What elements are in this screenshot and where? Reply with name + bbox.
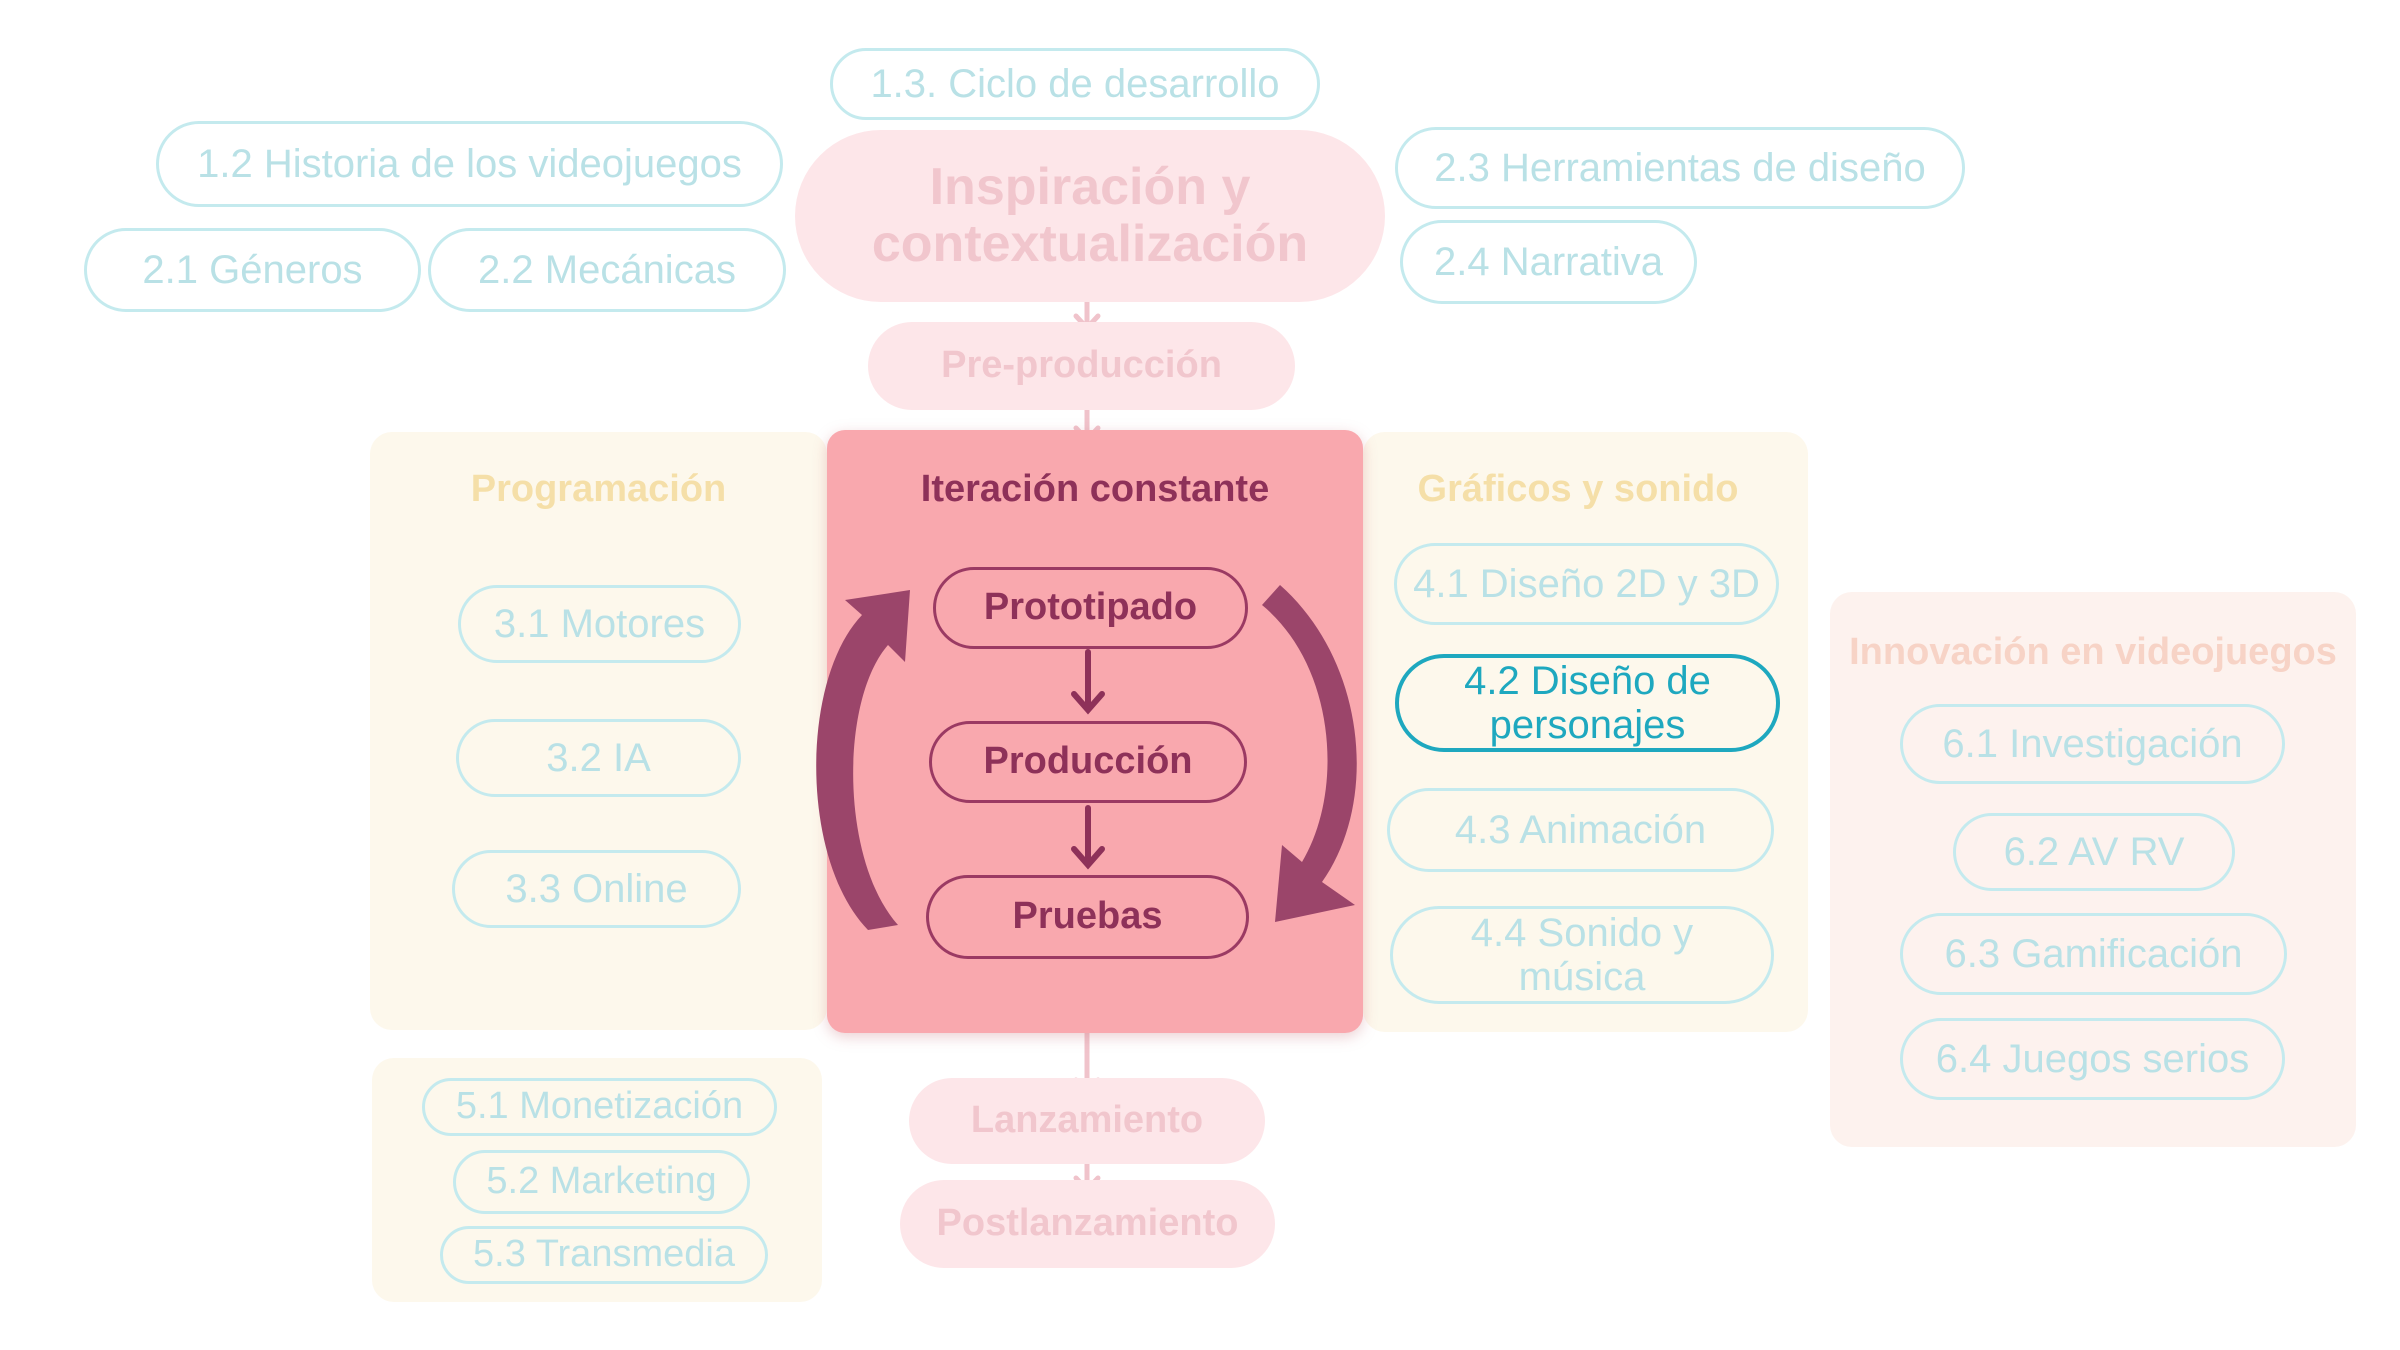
iteracion-title: Iteración constante: [920, 468, 1270, 510]
node-3-3: 3.3 Online: [452, 850, 741, 928]
node-4-3: 4.3 Animación: [1387, 788, 1774, 872]
node-2-1: 2.1 Géneros: [84, 228, 421, 312]
node-6-1: 6.1 Investigación: [1900, 704, 2285, 784]
node-2-4: 2.4 Narrativa: [1400, 220, 1697, 304]
node-lanzamiento: Lanzamiento: [909, 1078, 1265, 1164]
node-postlanzamiento: Postlanzamiento: [900, 1180, 1275, 1268]
node-4-2[interactable]: 4.2 Diseño de personajes: [1395, 654, 1780, 752]
node-2-3: 2.3 Herramientas de diseño: [1395, 127, 1965, 209]
node-preproduccion: Pre-producción: [868, 322, 1295, 410]
node-6-2: 6.2 AV RV: [1953, 813, 2235, 891]
node-4-4: 4.4 Sonido y música: [1390, 906, 1774, 1004]
node-3-1: 3.1 Motores: [458, 585, 741, 663]
node-5-1: 5.1 Monetización: [422, 1078, 777, 1136]
node-inspiracion: Inspiración y contextualización: [795, 130, 1385, 302]
node-5-2: 5.2 Marketing: [453, 1150, 750, 1214]
node-5-3: 5.3 Transmedia: [440, 1226, 768, 1284]
innovacion-title: Innovación en videojuegos: [1849, 631, 2337, 673]
node-6-3: 6.3 Gamificación: [1900, 913, 2287, 995]
graficos-title: Gráficos y sonido: [1417, 468, 1739, 510]
step-pruebas: Pruebas: [926, 875, 1249, 959]
node-6-4: 6.4 Juegos serios: [1900, 1018, 2285, 1100]
step-prototipado: Prototipado: [933, 567, 1248, 649]
step-produccion: Producción: [929, 721, 1247, 803]
node-4-1: 4.1 Diseño 2D y 3D: [1394, 543, 1779, 625]
node-2-2: 2.2 Mecánicas: [428, 228, 786, 312]
node-1-3: 1.3. Ciclo de desarrollo: [830, 48, 1320, 120]
node-3-2: 3.2 IA: [456, 719, 741, 797]
node-1-2: 1.2 Historia de los videojuegos: [156, 121, 783, 207]
programacion-title: Programación: [470, 468, 727, 510]
